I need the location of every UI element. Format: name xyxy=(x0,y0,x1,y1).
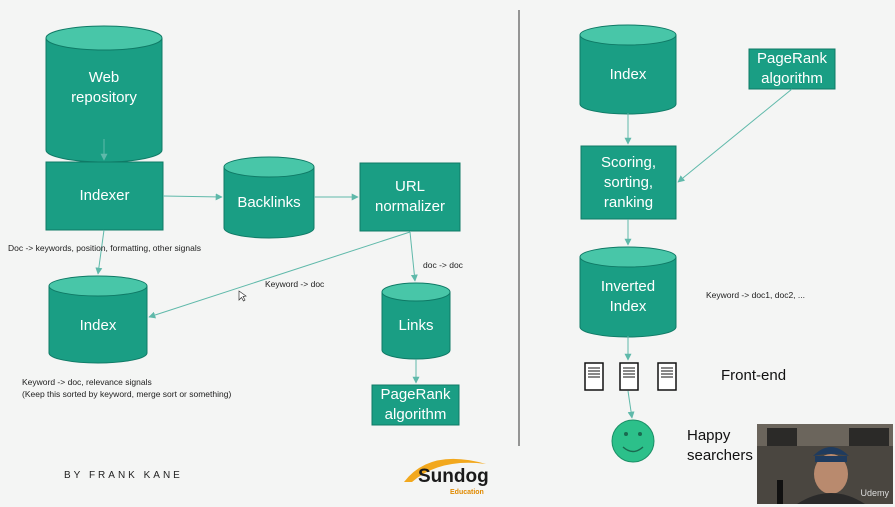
logo-word: Sundog xyxy=(418,466,489,487)
index-note: Keyword -> doc, relevance signals (Keep … xyxy=(22,377,232,399)
keyword-doc-note: Keyword -> doc xyxy=(265,279,325,289)
inverted-index-label: Inverted Index xyxy=(600,278,656,315)
scoring-label: Scoring, sorting, ranking xyxy=(600,153,657,211)
url-normalizer-box xyxy=(359,162,461,232)
server-icon xyxy=(584,362,604,391)
index-label-left: Index xyxy=(79,317,117,334)
arrow-normalizer-index xyxy=(148,231,411,319)
index-cylinder-left xyxy=(48,275,148,364)
web-repository-cylinder xyxy=(45,25,163,163)
server-icon xyxy=(657,362,677,391)
pagerank-label-right: PageRank algorithm xyxy=(756,50,828,87)
happy-searchers-label: Happy searchers xyxy=(687,427,753,464)
indexer-label: Indexer xyxy=(79,187,130,204)
presenter-video xyxy=(757,424,893,504)
scoring-box xyxy=(580,145,677,220)
arrow-indexer-index xyxy=(95,229,105,275)
links-label: Links xyxy=(398,317,434,334)
arrow-indexer-backlinks xyxy=(162,193,223,201)
url-normalizer-label: URL normalizer xyxy=(374,178,446,215)
author-byline: BY FRANK KANE xyxy=(64,470,183,481)
arrow-frontend-searchers xyxy=(627,390,635,419)
cursor-icon xyxy=(238,290,247,302)
arrow-normalizer-links xyxy=(409,231,418,282)
web-repository-label: Web repository xyxy=(71,69,137,106)
index-cylinder-right xyxy=(579,24,677,115)
webcam-overlay: Udemy xyxy=(757,424,893,504)
server-icon xyxy=(619,362,639,391)
smiley-icon xyxy=(611,419,655,463)
doc-doc-note: doc -> doc xyxy=(423,260,463,270)
logo-sub: Education xyxy=(450,489,484,496)
pagerank-box-right xyxy=(748,48,836,90)
sundog-logo xyxy=(404,458,486,482)
backlinks-cylinder xyxy=(223,156,315,239)
pagerank-box-left xyxy=(371,384,460,426)
arrow-pagerank-scoring xyxy=(677,88,793,183)
index-label-right: Index xyxy=(609,66,647,83)
pagerank-label-left: PageRank algorithm xyxy=(380,386,451,423)
backlinks-label: Backlinks xyxy=(237,194,301,211)
inverted-index-cylinder xyxy=(579,246,677,338)
frontend-label: Front-end xyxy=(721,367,787,384)
udemy-tag: Udemy xyxy=(860,488,889,498)
inverted-note: Keyword -> doc1, doc2, ... xyxy=(706,290,805,300)
indexer-note: Doc -> keywords, position, formatting, o… xyxy=(8,243,201,253)
